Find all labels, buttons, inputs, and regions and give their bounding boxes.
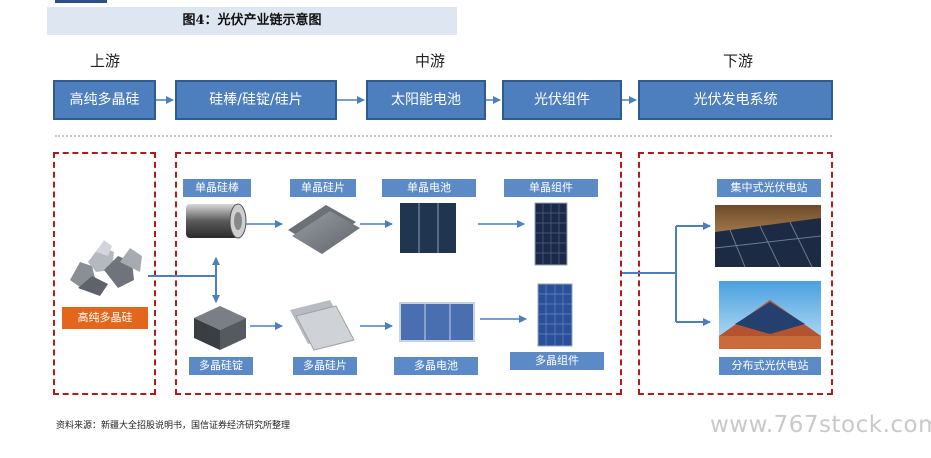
stage-downstream: 下游 [722,52,753,70]
chain-box-wafer: 硅棒/硅锭/硅片 [175,80,337,120]
chain-box-system: 光伏发电系统 [638,80,833,120]
poly-label-wafer: 多晶硅片 [293,357,357,375]
top-accent-bar [55,0,107,3]
mono-ingot-image [186,203,247,239]
poly-module-image [537,283,573,347]
poly-ingot-image [194,306,246,350]
distributed-station-image [719,281,821,349]
upstream-product-label: 高纯多晶硅 [62,307,148,329]
poly-label-ingot: 多晶硅锭 [189,357,253,375]
stage-midstream: 中游 [414,52,445,70]
split-arrows [148,257,220,303]
poly-label-module: 多晶组件 [510,352,604,370]
chain-box-cell: 太阳能电池 [366,80,486,120]
poly-wafer-image [290,300,355,351]
station-label-distributed: 分布式光伏电站 [719,357,821,375]
mono-label-cell: 单晶电池 [382,179,476,197]
mono-label-wafer: 单晶硅片 [290,179,356,197]
midstream-group-box [175,152,622,395]
upstream-group-box [53,152,156,395]
mono-label-module: 单晶组件 [504,179,598,197]
source-note: 资料来源：新疆大全招股说明书，国信证券经济研究所整理 [56,421,291,431]
chain-box-polysilicon: 高纯多晶硅 [53,80,156,120]
poly-cell-image [399,302,475,342]
section-divider [55,135,832,137]
mono-module-image [534,202,568,266]
downstream-arrows [622,222,711,326]
station-label-centralized: 集中式光伏电站 [717,179,821,197]
mono-label-ingot: 单晶硅棒 [183,179,251,197]
mono-wafer-image [288,205,360,254]
watermark: www.767stock.com [710,412,931,438]
row-arrows [246,220,527,330]
centralized-station-image [714,205,822,268]
title-band [47,7,457,35]
chain-box-module: 光伏组件 [502,80,622,120]
figure-title: 图4：光伏产业链示意图 [182,13,322,28]
stage-upstream: 上游 [89,52,120,70]
poly-label-cell: 多晶电池 [394,357,478,375]
polysilicon-chunks-image [70,240,142,296]
mono-cell-image [400,203,456,253]
